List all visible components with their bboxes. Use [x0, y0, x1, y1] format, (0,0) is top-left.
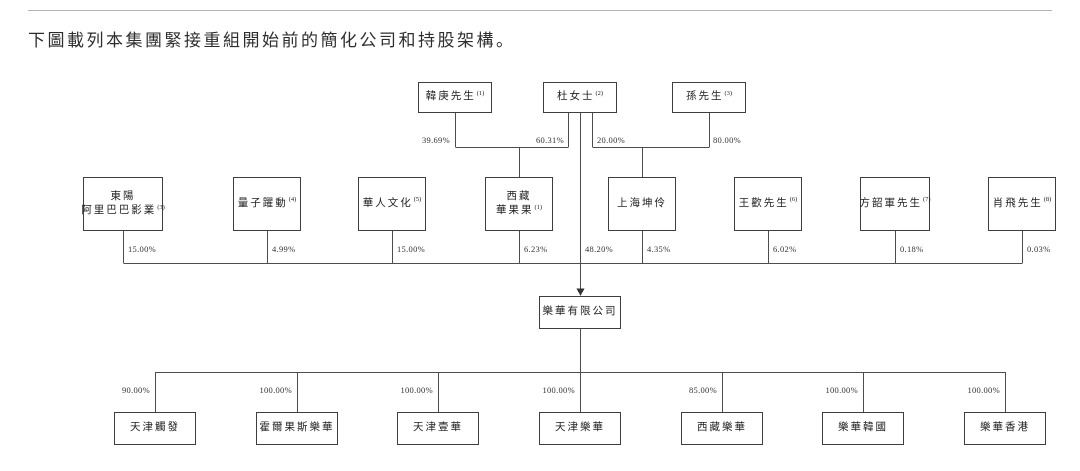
- pct-sun-kunling: 80.00%: [713, 135, 742, 145]
- arrowhead-into-company: [576, 288, 585, 296]
- node-tianjin-yihua: 天津壹華: [397, 412, 479, 445]
- node-label: 天津樂華: [555, 421, 605, 435]
- node-label: 阿里巴巴影業(3): [81, 204, 165, 218]
- node-name: 王歡先生: [738, 197, 789, 209]
- pct-tianjin-yihua: 100.00%: [400, 385, 433, 395]
- page-title: 下圖載列本集團緊接重組開始前的簡化公司和持股架構。: [28, 31, 516, 50]
- footnote-ref: (4): [288, 196, 297, 204]
- node-label: 韓庚先生(1): [426, 90, 485, 104]
- node-name: 方韶軍先生: [859, 197, 922, 209]
- node-han-geng: 韓庚先生(1): [418, 82, 492, 113]
- pct-huaren: 15.00%: [397, 244, 426, 254]
- footnote-ref: (8): [1043, 196, 1052, 204]
- pct-du-kunling: 20.00%: [597, 135, 626, 145]
- node-name: 天津壹華: [413, 422, 463, 434]
- node-label: 華人文化(5): [363, 197, 422, 211]
- node-name: 天津樂華: [555, 422, 605, 434]
- pct-fangshaojun: 0.18%: [900, 244, 924, 254]
- node-label: 樂華香港: [980, 421, 1030, 435]
- node-name: 霍爾果斯樂華: [259, 422, 335, 434]
- node-name-line2: 阿里巴巴影業: [81, 205, 157, 216]
- node-name: 西藏樂華: [697, 422, 747, 434]
- top-rule: [28, 10, 1052, 11]
- node-label: 孫先生(3): [686, 90, 732, 104]
- footnote-ref: (3): [724, 89, 733, 97]
- pct-xizang-yuehua: 85.00%: [688, 385, 717, 395]
- node-label: 天津壹華: [413, 421, 463, 435]
- node-name: 肖飛先生: [992, 197, 1043, 209]
- node-huoerguosi-yuehua: 霍爾果斯樂華: [256, 412, 338, 445]
- node-label: 華果果(1): [496, 204, 542, 218]
- node-name: 韓庚先生: [425, 91, 476, 103]
- footnote-ref: (7): [922, 196, 931, 204]
- node-tianjin-chufa: 天津觸發: [114, 412, 196, 445]
- node-label: 西藏樂華: [697, 421, 747, 435]
- footnote-ref: (3): [157, 203, 165, 211]
- node-xiao-fei: 肖飛先生(8): [988, 177, 1056, 231]
- node-yuehua-limited: 樂華有限公司: [539, 296, 621, 329]
- pct-wanghuan: 6.02%: [773, 244, 797, 254]
- node-label: 樂華有限公司: [543, 305, 618, 319]
- node-tianjin-yuehua: 天津樂華: [539, 412, 621, 445]
- footnote-ref: (5): [413, 196, 422, 204]
- pct-du-direct: 48.20%: [585, 244, 614, 254]
- node-ms-du: 杜女士(2): [543, 82, 617, 113]
- footnote-ref: (2): [595, 89, 604, 97]
- pct-kunling: 4.35%: [647, 244, 671, 254]
- node-name: 上海坤伶: [617, 197, 667, 209]
- node-shanghai-kunling: 上海坤伶: [608, 177, 676, 231]
- node-yuehua-korea: 樂華韓國: [822, 412, 904, 445]
- node-name-line1: 東陽: [110, 190, 136, 202]
- node-xizang-huaguoguo: 西藏 華果果(1): [485, 177, 553, 231]
- node-name: 華人文化: [362, 197, 413, 209]
- node-label: 王歡先生(6): [739, 197, 798, 211]
- node-label: 方韶軍先生(7): [859, 197, 930, 211]
- pct-huoerguosi: 100.00%: [259, 385, 292, 395]
- pct-yuehua-hongkong: 100.00%: [967, 385, 1000, 395]
- node-wang-huan: 王歡先生(6): [734, 177, 802, 231]
- pct-tianjin-yuehua: 100.00%: [542, 385, 575, 395]
- footnote-ref: (6): [789, 196, 798, 204]
- node-label: 天津觸發: [130, 421, 180, 435]
- node-name: 天津觸發: [130, 422, 180, 434]
- node-name: 樂華香港: [980, 422, 1030, 434]
- pct-tianjin-chufa: 90.00%: [121, 385, 150, 395]
- node-name: 量子躍動: [237, 197, 288, 209]
- node-label: 肖飛先生(8): [993, 197, 1052, 211]
- node-name-line2: 華果果: [495, 205, 534, 216]
- pct-liangzi: 4.99%: [272, 244, 296, 254]
- pct-xiaofei: 0.03%: [1027, 244, 1051, 254]
- node-label: 上海坤伶: [617, 197, 667, 211]
- pct-du-huaguoguo: 60.31%: [535, 135, 564, 145]
- pct-dongyang: 15.00%: [128, 244, 157, 254]
- node-label: 霍爾果斯樂華: [260, 421, 335, 435]
- node-fang-shaojun: 方韶軍先生(7): [859, 177, 931, 231]
- pct-yuehua-korea: 100.00%: [825, 385, 858, 395]
- node-name: 杜女士: [556, 91, 595, 103]
- footnote-ref: (1): [476, 89, 485, 97]
- node-name: 樂華有限公司: [542, 306, 618, 318]
- footnote-ref: (1): [534, 203, 543, 211]
- node-liangzi-yuedong: 量子躍動(4): [233, 177, 301, 231]
- node-name: 樂華韓國: [838, 422, 888, 434]
- node-huaren-wenhua: 華人文化(5): [358, 177, 426, 231]
- node-mr-sun: 孫先生(3): [672, 82, 746, 113]
- node-name: 孫先生: [685, 91, 724, 103]
- pct-huaguoguo: 6.23%: [524, 244, 548, 254]
- node-xizang-yuehua: 西藏樂華: [681, 412, 763, 445]
- node-label: 量子躍動(4): [238, 197, 297, 211]
- pct-hangeng-huaguoguo: 39.69%: [421, 135, 450, 145]
- node-yuehua-hongkong: 樂華香港: [964, 412, 1046, 445]
- node-dongyang-alibaba-pictures: 東陽 阿里巴巴影業(3): [81, 177, 165, 231]
- node-label: 杜女士(2): [557, 90, 603, 104]
- node-label: 樂華韓國: [838, 421, 888, 435]
- node-name-line1: 西藏: [506, 190, 532, 202]
